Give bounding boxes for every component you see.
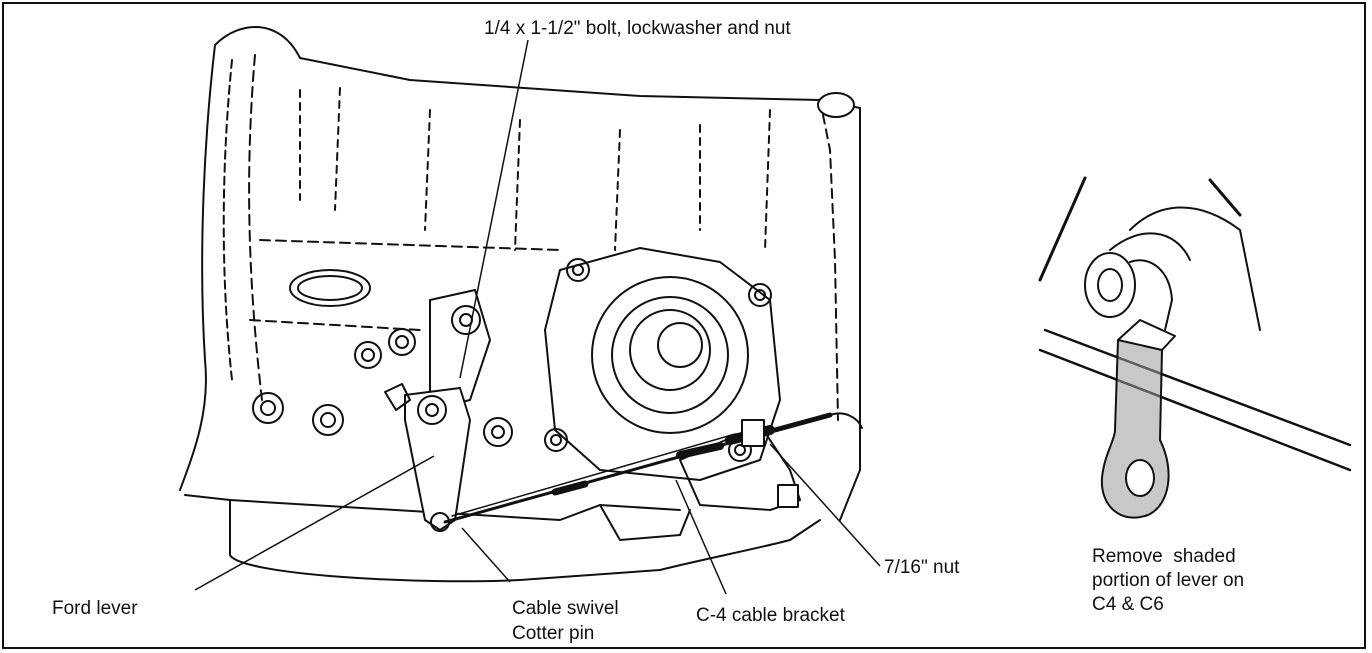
label-bolt: 1/4 x 1-1/2" bolt, lockwasher and nut <box>484 18 791 39</box>
ford-logo-oval <box>289 269 371 307</box>
leader-nut <box>769 443 881 567</box>
housing-left-edge <box>179 44 216 491</box>
inset-shaft <box>1084 252 1136 318</box>
label-cable-swivel: Cable swivel <box>512 598 619 619</box>
inset-note-line-2: portion of lever on <box>1092 570 1245 591</box>
extension-flange <box>544 247 781 481</box>
housing-top-edge <box>214 25 861 109</box>
top-boss <box>817 92 855 118</box>
label-nut: 7/16" nut <box>884 557 960 578</box>
leader-bracket <box>675 479 727 595</box>
leader-ford-lever <box>194 455 435 591</box>
label-ford-lever: Ford lever <box>52 598 138 619</box>
leader-cable-swivel <box>461 527 511 583</box>
leader-bolt <box>459 39 529 379</box>
inset-note-line-1: Remove shaded <box>1092 546 1236 567</box>
label-c4-cable-bracket: C-4 cable bracket <box>696 605 845 626</box>
oil-pan <box>184 494 821 583</box>
housing-right-edge <box>839 107 861 521</box>
adjuster-nut <box>741 419 765 447</box>
inset-note-line-3: C4 & C6 <box>1092 594 1164 615</box>
label-cotter-pin: Cotter pin <box>512 623 595 644</box>
